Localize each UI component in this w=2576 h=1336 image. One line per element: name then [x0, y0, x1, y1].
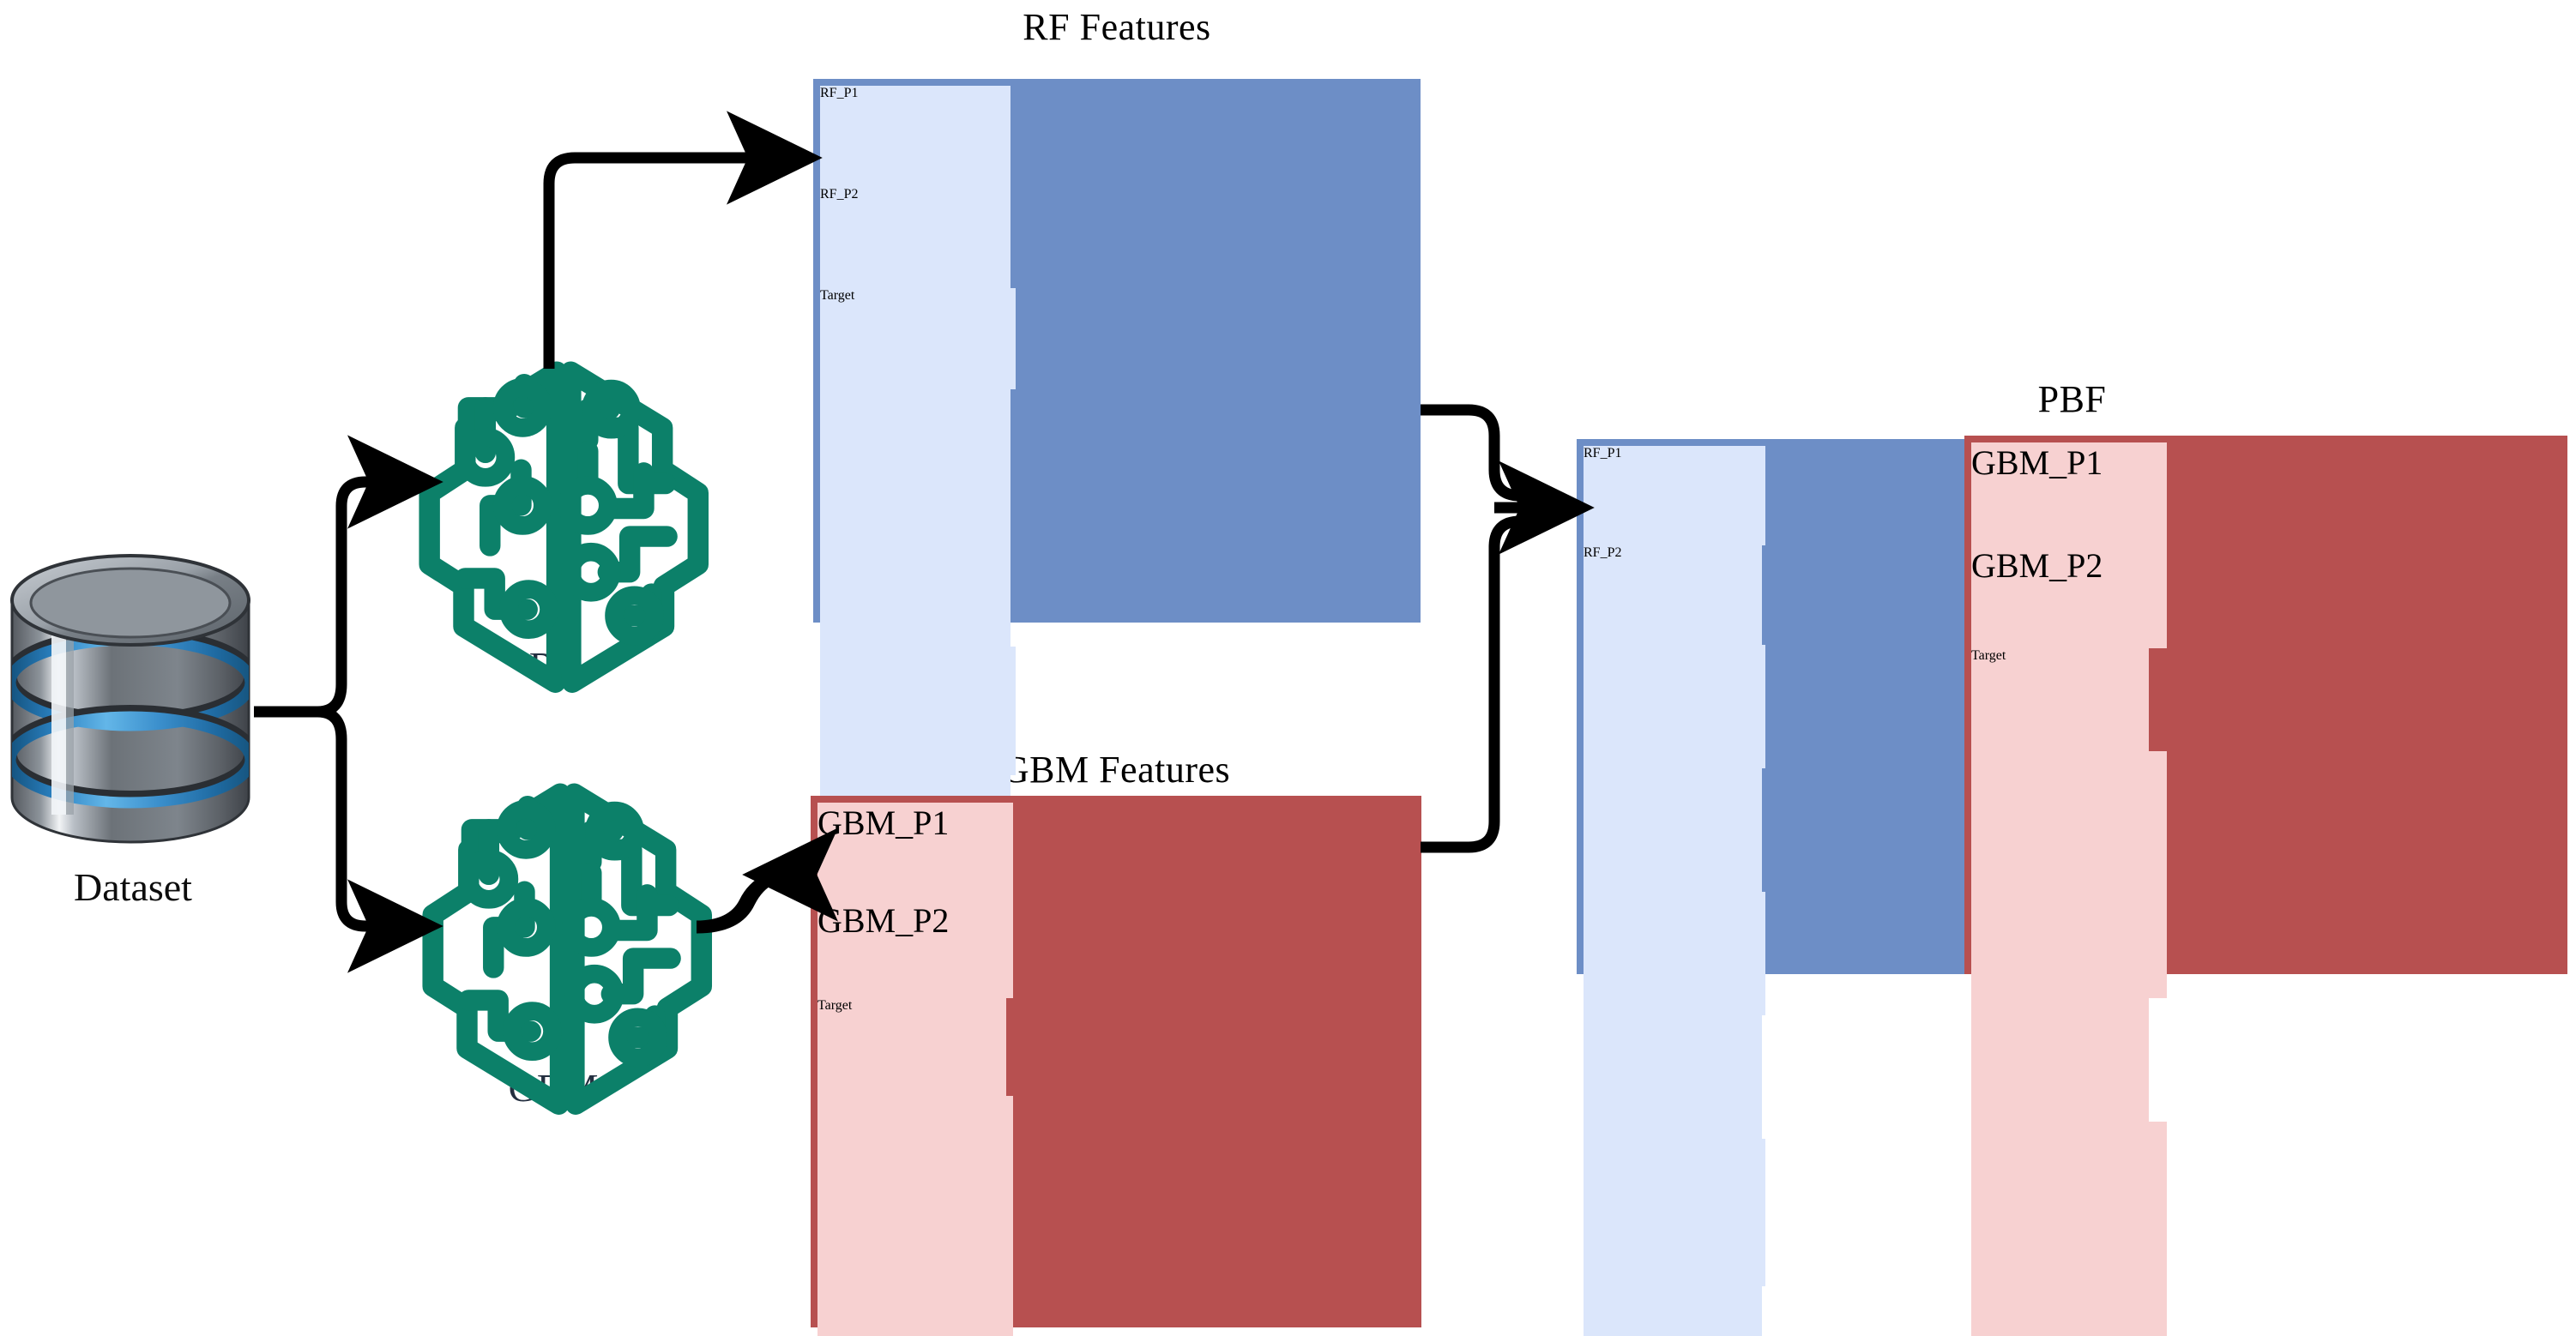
rf-features-body-cell	[820, 518, 1010, 647]
pbf-table-blue-section[interactable]: RF_P1 RF_P2	[1577, 439, 1964, 1336]
pbf-table-red-section[interactable]: GBM_P1 GBM_P2 Target	[1964, 436, 2567, 1336]
pbf-body-cell	[1584, 768, 1762, 892]
pbf-title: PBF	[2037, 378, 2107, 420]
rf-features-header-cell: RF_P1	[820, 86, 1010, 187]
edge-dataset-split	[254, 435, 443, 973]
pbf-header-cell: RF_P2	[1584, 545, 1762, 645]
gbm-features-table[interactable]: GBM_P1 GBM_P2 Target	[811, 796, 1421, 1336]
pbf-body-cell	[1971, 875, 2167, 998]
pbf-header-cell: GBM_P2	[1971, 545, 2167, 648]
gbm-features-header-cell: GBM_P2	[817, 900, 1013, 998]
rf-features-title: RF Features	[1023, 6, 1211, 48]
pbf-header-cell: RF_P1	[1584, 446, 1765, 545]
rf-features-table[interactable]: RF_P1 RF_P2 Target	[813, 79, 1421, 1336]
gbm-features-header-cell: GBM_P1	[817, 803, 1013, 900]
brain-circuit-icon-rf[interactable]	[419, 361, 709, 693]
dataset-label: Dataset	[74, 865, 192, 909]
rf-features-body-cell	[820, 389, 1010, 518]
database-cylinder-icon[interactable]	[10, 554, 250, 844]
pbf-body-cell	[1584, 892, 1765, 1015]
pbf-body-cell	[1971, 1245, 2167, 1336]
pbf-body-cell	[1584, 645, 1765, 768]
pbf-body-cell	[1971, 998, 2149, 1122]
edge-merge-to-pbf	[1421, 404, 1595, 853]
pbf-body-cell	[1971, 751, 2167, 875]
pbf-body-cell	[1584, 1015, 1762, 1139]
rf-features-body-cell	[820, 647, 1016, 775]
gbm-features-body-cell	[817, 1226, 1013, 1336]
edge-rf-to-rf-features	[543, 111, 823, 369]
gbm-features-body-cell	[817, 1096, 1013, 1226]
pbf-header-cell: GBM_P1	[1971, 442, 2167, 545]
rf-features-header-cell: Target	[820, 288, 1016, 389]
pbf-header-cell: Target	[1971, 648, 2149, 751]
pbf-body-cell	[1584, 1286, 1762, 1336]
gbm-features-header-cell: Target	[817, 998, 1006, 1096]
gbm-features-title: GBM Features	[1001, 749, 1231, 791]
pbf-body-cell	[1584, 1139, 1765, 1286]
brain-circuit-icon-gbm[interactable]	[422, 783, 713, 1115]
rf-features-header-cell: RF_P2	[820, 187, 1010, 288]
pbf-body-cell	[1971, 1122, 2167, 1245]
